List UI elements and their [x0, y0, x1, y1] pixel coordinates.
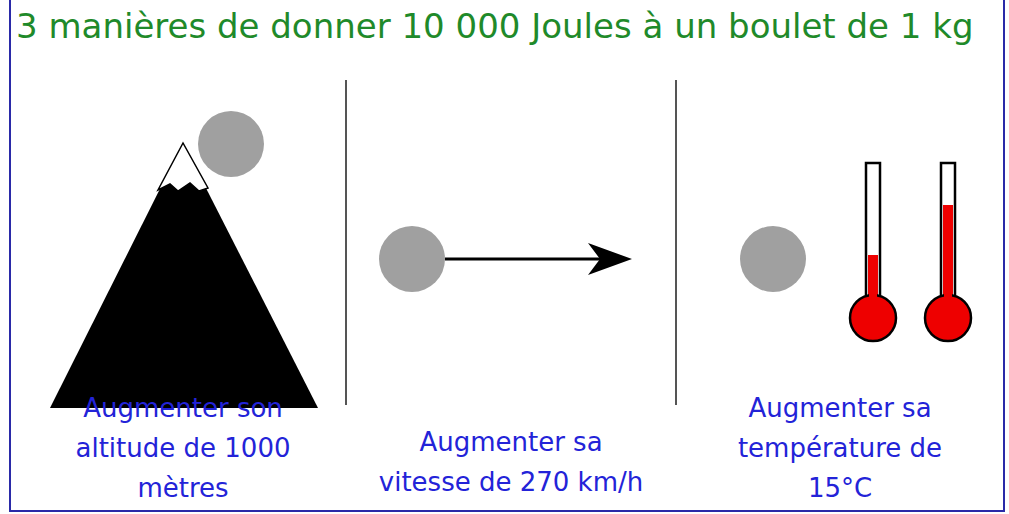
caption: Augmenter sa vitesse de 270 km/h [376, 422, 646, 502]
panel-divider [675, 80, 677, 405]
cannonball [740, 226, 806, 292]
panel-divider [345, 80, 347, 405]
thermometer-liquid [944, 290, 952, 304]
velocity-arrow [445, 258, 605, 261]
frame-border [10, 0, 1004, 511]
arrow-head [588, 243, 632, 275]
thermometer-liquid [869, 290, 877, 304]
cannonball [198, 111, 264, 177]
title: 3 manières de donner 10 000 Joules à un … [16, 6, 974, 46]
thermometer-liquid [943, 205, 953, 315]
mountain [50, 143, 318, 408]
caption: Augmenter sa température de 15°C [705, 388, 975, 508]
cannonball [379, 226, 445, 292]
caption: Augmenter son altitude de 1000 mètres [33, 388, 333, 508]
